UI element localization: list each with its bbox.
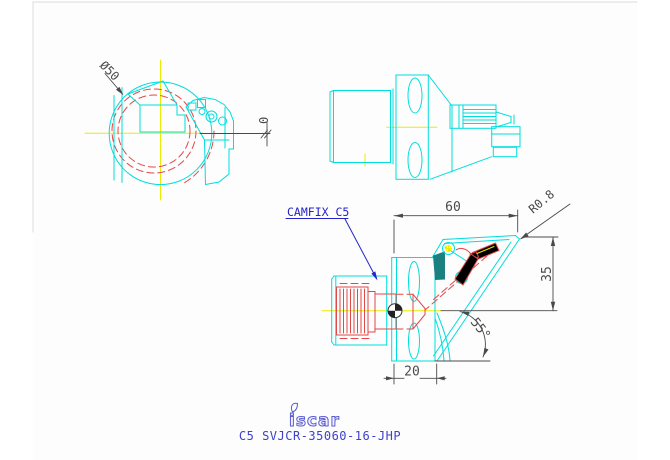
iscar-logo: iscar xyxy=(289,402,340,432)
title-block: iscar C5 SVJCR-35060-16-JHP xyxy=(239,402,401,443)
iscar-leaf-icon xyxy=(290,402,299,413)
dim-head-length: 60 xyxy=(393,200,519,254)
iscar-logo-text: iscar xyxy=(289,411,340,431)
dimensions: 60 R0.8 35 55° xyxy=(383,187,571,385)
dim-head-height: 35 xyxy=(440,236,559,312)
main-head xyxy=(431,234,521,362)
arrowhead xyxy=(508,213,518,218)
front-hidden-taper xyxy=(111,88,215,184)
side-shank xyxy=(329,88,394,165)
part-number-text: C5 SVJCR-35060-16-JHP xyxy=(239,429,401,443)
front-head-bracket xyxy=(185,96,234,186)
arrowhead xyxy=(460,311,470,316)
side-flange-block xyxy=(395,74,429,180)
arrowhead xyxy=(520,232,529,240)
arrowhead xyxy=(386,376,394,381)
side-view xyxy=(329,74,521,180)
main-insert xyxy=(454,242,500,286)
arrowhead xyxy=(436,376,445,381)
main-shank xyxy=(331,275,388,346)
arrowhead xyxy=(394,213,403,218)
camfix-label-text: CAMFIX C5 xyxy=(287,205,349,219)
dim-flange-width-text: 20 xyxy=(404,365,420,380)
insert-seat xyxy=(432,251,445,281)
front-body-outline xyxy=(108,80,213,186)
arrowhead xyxy=(371,271,378,281)
dim-front-offset: 0 xyxy=(199,117,272,147)
camfix-leader xyxy=(344,218,377,279)
arrowhead xyxy=(550,301,556,311)
side-head xyxy=(427,74,521,180)
arrowhead xyxy=(550,237,556,246)
dim-head-length-text: 60 xyxy=(445,200,461,215)
datum-center-symbol xyxy=(387,303,403,319)
dim-front-offset-text: 0 xyxy=(257,117,271,124)
camfix-label: CAMFIX C5 xyxy=(285,205,378,281)
sheet-frame xyxy=(32,1,638,460)
dim-head-height-text: 35 xyxy=(540,266,555,282)
dim-flange-width: 20 xyxy=(383,363,447,385)
arrowhead xyxy=(483,347,489,357)
main-view xyxy=(321,234,521,362)
arrowhead xyxy=(116,86,124,96)
